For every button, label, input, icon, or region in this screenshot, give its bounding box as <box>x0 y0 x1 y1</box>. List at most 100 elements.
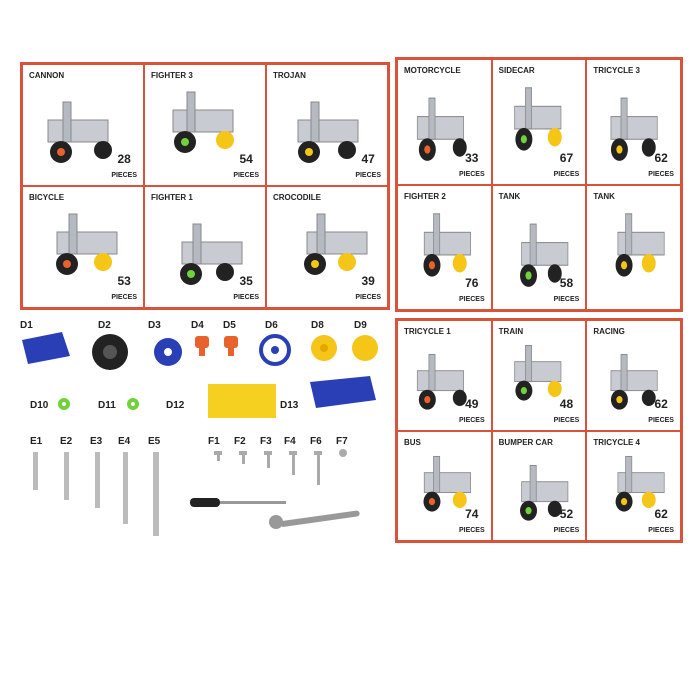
model-illustration <box>304 213 368 275</box>
model-name: CROCODILE <box>273 193 321 202</box>
part-label: F4 <box>284 436 296 447</box>
part-label: D11 <box>98 400 116 411</box>
model-name: TRICYCLE 4 <box>593 437 640 447</box>
model-name: TROJAN <box>273 71 306 80</box>
part-label: D9 <box>354 320 367 331</box>
model-illustration <box>297 101 359 163</box>
parts-illustration <box>22 332 378 536</box>
part-label: D5 <box>223 320 236 331</box>
part-label: F2 <box>234 436 246 447</box>
part-d5-cap <box>224 336 238 348</box>
model-name: MOTORCYCLE <box>404 66 461 75</box>
model-illustration <box>47 101 112 163</box>
part-d9-wheel <box>352 335 378 361</box>
part-d4-cap <box>195 336 209 348</box>
model-name: BICYCLE <box>29 193 65 202</box>
model-name: RACING <box>593 327 625 336</box>
model-illustration <box>56 213 118 275</box>
model-name: TRAIN <box>498 327 524 336</box>
model-illustration <box>513 87 562 151</box>
model-name: TRICYCLE 1 <box>404 327 451 336</box>
model-illustration <box>180 223 243 285</box>
model-illustration <box>423 212 471 277</box>
part-label: F6 <box>310 436 322 447</box>
model-illustration <box>610 354 658 410</box>
part-label: D3 <box>148 320 161 331</box>
part-d6-steering-wheel <box>259 334 291 366</box>
model-illustration <box>423 455 471 512</box>
part-label: D13 <box>280 400 299 411</box>
model-name: FIGHTER 2 <box>404 191 446 201</box>
model-illustration <box>615 455 665 512</box>
part-e-rods <box>33 452 159 536</box>
model-name: CANNON <box>29 71 65 80</box>
model-illustration <box>519 223 568 287</box>
part-label: F7 <box>336 436 348 447</box>
part-label: D10 <box>30 400 49 411</box>
part-label: D1 <box>20 320 33 331</box>
model-illustration <box>610 97 658 161</box>
part-d12-block <box>208 384 276 418</box>
model-illustration <box>416 354 467 410</box>
model-illustration <box>513 344 562 401</box>
part-label: F3 <box>260 436 272 447</box>
model-card: TANK <box>586 184 681 310</box>
part-label: E4 <box>118 436 131 447</box>
part-f-screws <box>214 449 347 485</box>
part-d1-plate <box>22 332 70 364</box>
model-name: SIDECAR <box>498 66 535 75</box>
model-name: TRICYCLE 3 <box>593 66 640 75</box>
model-name: BUMPER CAR <box>498 437 553 447</box>
part-label: D2 <box>98 320 111 331</box>
model-illustration <box>615 212 665 277</box>
screwdriver <box>190 498 220 507</box>
model-name: FIGHTER 3 <box>151 71 193 80</box>
part-label: E1 <box>30 436 43 447</box>
part-label: D6 <box>265 320 278 331</box>
part-label: D8 <box>311 320 324 331</box>
part-label: F1 <box>208 436 220 447</box>
model-name: TANK <box>498 191 521 201</box>
part-label: D12 <box>166 400 185 411</box>
wrench <box>280 510 360 527</box>
part-label: D4 <box>191 320 204 331</box>
model-name: FIGHTER 1 <box>151 193 193 202</box>
model-illustration <box>172 91 234 153</box>
